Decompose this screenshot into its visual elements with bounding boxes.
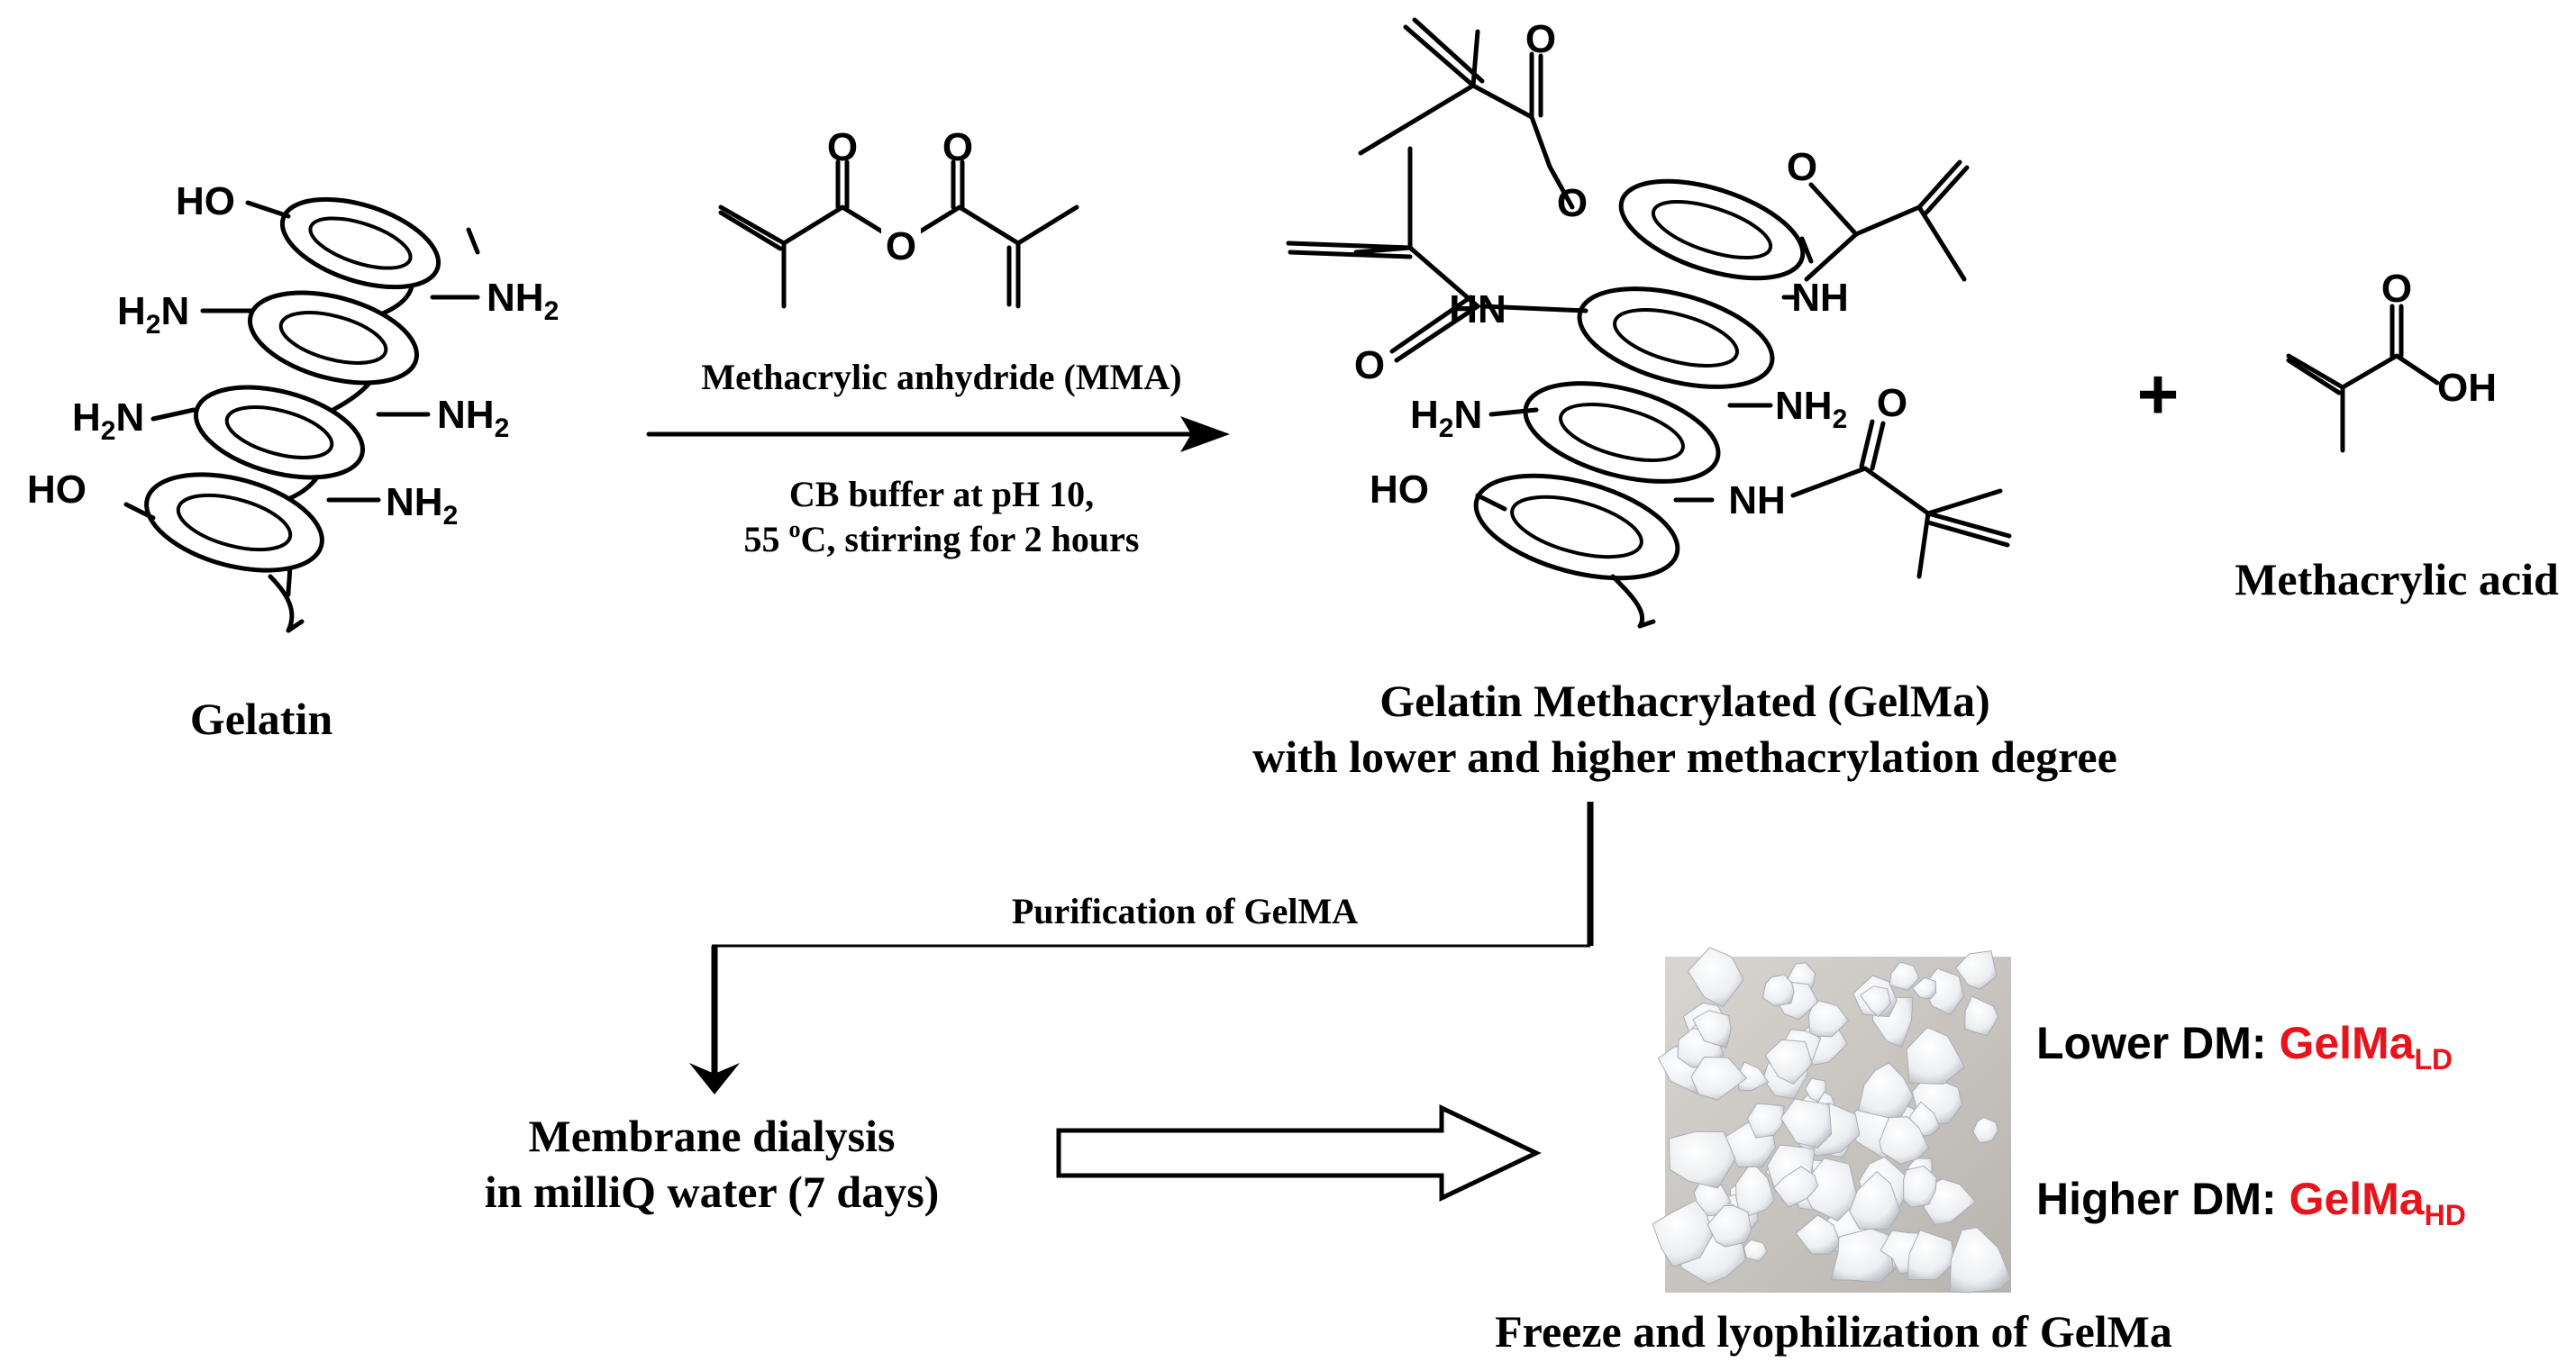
gelma-flake — [1807, 998, 1850, 1038]
gelma-flake — [1879, 1116, 1930, 1165]
gelma-flake — [1668, 1130, 1736, 1189]
gelma-ho: HO — [1370, 468, 1429, 512]
gelma-flake — [1955, 949, 1998, 990]
gelma-flake — [1761, 974, 1795, 1007]
acid-oh: OH — [2437, 366, 2497, 410]
gelatin-label: Gelatin — [190, 694, 333, 744]
gelma-flake — [1690, 1056, 1748, 1101]
acid-carbonyl-o: O — [2381, 267, 2412, 311]
gelma-amide-o-left: O — [1354, 343, 1385, 387]
gelma-flake — [1692, 1010, 1732, 1049]
methacrylic-anhydride-structure: O O O — [718, 125, 1079, 309]
gelma-structure: O O HN O NH O H2N NH2 HO — [1252, 17, 2117, 782]
conditions-line-1: CB buffer at pH 10, — [789, 474, 1094, 514]
gelma-amide-o-upper: O — [1787, 145, 1817, 189]
gelma-label-line-1: Gelatin Methacrylated (GelMa) — [1379, 676, 1990, 726]
gelma-label-line-2: with lower and higher methacrylation deg… — [1252, 731, 2117, 782]
gelma-h2n: H2N — [1410, 393, 1482, 443]
gelatin-h2n-1: H2N — [117, 289, 189, 340]
methacrylic-acid-structure: O OH Methacrylic acid — [2235, 267, 2559, 604]
anhydride-carbonyl-o-1: O — [827, 125, 858, 169]
gelma-amide-o-lower: O — [1877, 381, 1907, 425]
gelma-flake — [1889, 961, 1920, 991]
gelma-flake — [1849, 1170, 1901, 1230]
gelatin-structure: HO H2N NH2 H2N NH2 HO NH2 Gelatin — [27, 179, 559, 744]
purification-arrowhead — [689, 1063, 740, 1094]
reaction-arrowhead — [1180, 416, 1230, 452]
gelma-flake — [1780, 1098, 1833, 1149]
dialysis-line-1: Membrane dialysis — [529, 1111, 896, 1161]
reaction-arrow-group: Methacrylic anhydride (MMA) CB buffer at… — [646, 357, 1230, 559]
gelma-flake — [1830, 1228, 1894, 1284]
lower-dm-label: Lower DM: GelMaLD — [2036, 1018, 2453, 1076]
gelma-flake — [1805, 1077, 1826, 1103]
gelma-flake — [1764, 1039, 1814, 1085]
gelma-flake — [1743, 1239, 1768, 1262]
lyophilization-caption: Freeze and lyophilization of GelMa — [1495, 1306, 2172, 1357]
anhydride-carbonyl-o-2: O — [942, 125, 973, 169]
gelma-flake — [1746, 1103, 1785, 1139]
gelma-flake — [1972, 1116, 1999, 1144]
gelma-flake — [1964, 995, 1999, 1037]
methacrylic-acid-label: Methacrylic acid — [2235, 554, 2559, 604]
anhydride-bridge-o: O — [886, 224, 916, 268]
dialysis-line-2: in milliQ water (7 days) — [485, 1167, 940, 1217]
gelatin-h2n-2: H2N — [72, 395, 144, 446]
plus-sign: + — [2137, 354, 2180, 434]
gelma-flake — [1860, 985, 1891, 1018]
gelma-flake — [1949, 1227, 2012, 1294]
gelma-flake — [1707, 1204, 1752, 1248]
gelma-flake — [1795, 1214, 1842, 1255]
gelatin-ho-bottom: HO — [27, 468, 86, 512]
gelatin-nh2-1: NH2 — [487, 276, 559, 326]
reagent-name: Methacrylic anhydride (MMA) — [701, 357, 1181, 397]
gelma-flake — [1907, 1230, 1955, 1281]
gelma-photo — [1652, 947, 2012, 1294]
gelma-nh-lower: NH — [1728, 478, 1786, 522]
purification-flow: Purification of GelMA — [689, 802, 1594, 1094]
gelma-nh-upper: NH — [1791, 276, 1849, 320]
gelma-flake — [1906, 1026, 1966, 1085]
gelatin-nh2-2: NH2 — [437, 393, 509, 443]
gelatin-ho-top: HO — [176, 179, 235, 223]
gelma-hn-label: HN — [1449, 287, 1506, 331]
gelma-flake — [1735, 1161, 1775, 1221]
gelma-nh2: NH2 — [1775, 384, 1847, 434]
gelma-flake — [1903, 1165, 1937, 1208]
purification-label: Purification of GelMA — [1012, 891, 1358, 931]
gelma-ester-o: O — [1557, 181, 1588, 225]
gelatin-nh2-3: NH2 — [386, 480, 458, 531]
gelma-flake — [1652, 1199, 1713, 1268]
hollow-process-arrow — [1056, 1104, 1542, 1202]
gelma-flake — [1687, 947, 1744, 1008]
conditions-line-2: 55 oC, stirring for 2 hours — [744, 516, 1140, 559]
gelma-flake — [1911, 976, 1937, 1000]
gelma-ester-carbonyl-o: O — [1525, 17, 1556, 61]
higher-dm-label: Higher DM: GelMaHD — [2036, 1174, 2466, 1231]
gelma-flake — [1773, 1166, 1819, 1208]
